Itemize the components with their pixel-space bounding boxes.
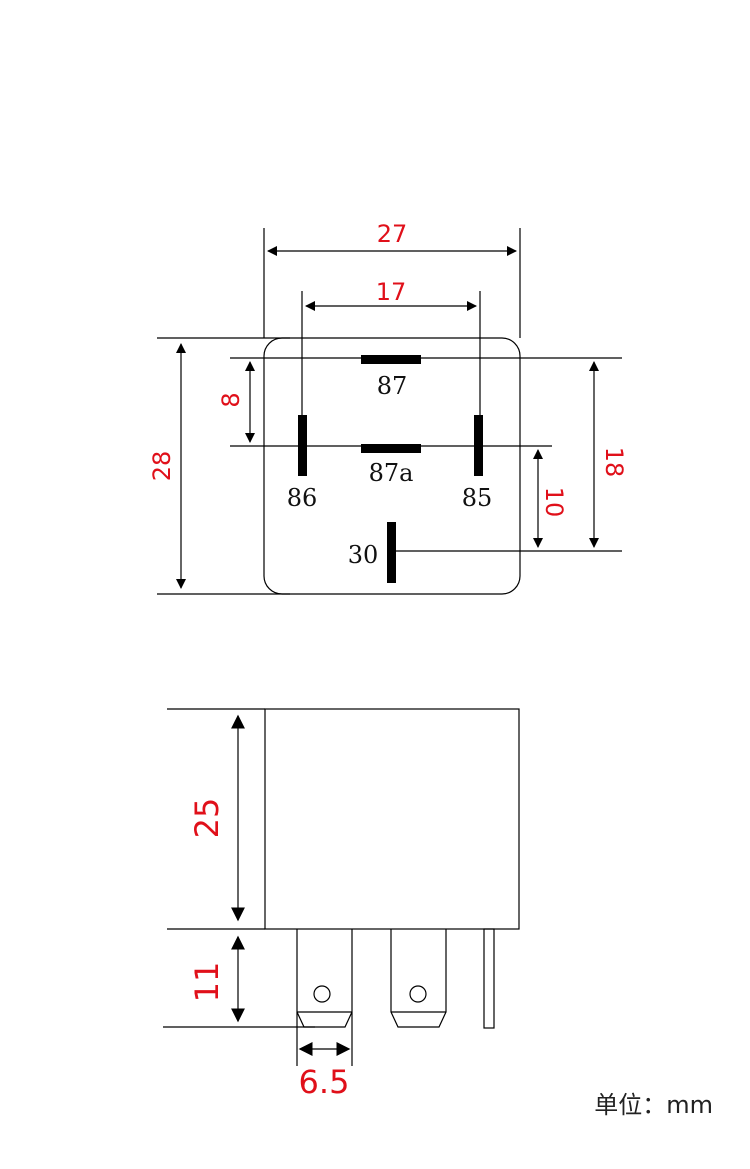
pin-87a: [361, 444, 421, 453]
dim-label-18: 18: [600, 447, 628, 478]
dim-label-27: 27: [377, 220, 408, 248]
pin-86: [298, 415, 307, 476]
top-view: 87 87a 86 85 30 27 17 28 8 10 18: [148, 220, 628, 595]
unit-label: 单位：mm: [594, 1091, 713, 1119]
pin-label-87: 87: [377, 372, 408, 400]
pin-87: [361, 355, 421, 364]
dim-label-8: 8: [217, 392, 245, 407]
pin-label-30: 30: [348, 541, 379, 569]
dim-label-17: 17: [376, 278, 407, 306]
terminal-middle-hole: [409, 985, 427, 1003]
pin-label-85: 85: [462, 484, 493, 512]
dim-label-25: 25: [188, 798, 226, 839]
pin-85: [474, 415, 483, 476]
pin-label-86: 86: [287, 484, 318, 512]
relay-outline-top: [263, 337, 521, 595]
terminal-left-hole: [313, 985, 331, 1003]
dim-label-6-5: 6.5: [299, 1063, 350, 1101]
dim-label-28: 28: [148, 451, 176, 482]
dim-label-10: 10: [540, 487, 568, 518]
pin-label-87a: 87a: [369, 459, 414, 487]
relay-body-side: [264, 708, 520, 930]
pin-30: [387, 522, 396, 583]
terminal-left: [296, 929, 353, 1028]
side-view: 25 11 6.5: [163, 708, 520, 1101]
dim-label-11: 11: [188, 962, 226, 1003]
terminal-middle: [390, 929, 447, 1028]
terminal-right-edge: [483, 928, 495, 1029]
